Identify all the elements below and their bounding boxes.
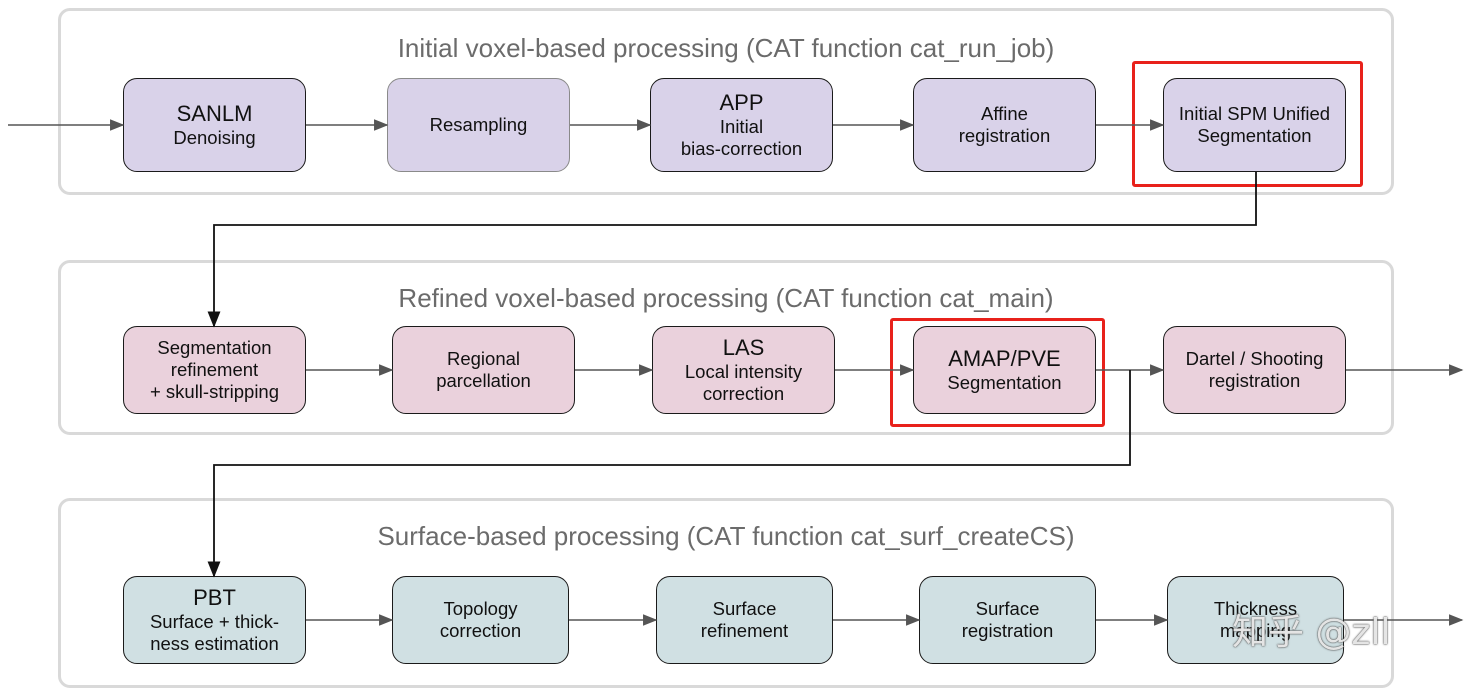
node-body: Segmentation refinement + skull-strippin…: [149, 336, 280, 403]
node-body: Affine registration: [958, 102, 1051, 146]
highlight-amap-pve: [890, 318, 1105, 427]
node-dartel-shooting: Dartel / Shooting registration: [1163, 326, 1346, 414]
node-segmentation-refinement: Segmentation refinement + skull-strippin…: [123, 326, 306, 414]
node-thickness-mapping: Thickness mapping: [1167, 576, 1344, 664]
node-body: Surface refinement: [700, 597, 789, 641]
watermark: 知乎 @zll: [1232, 612, 1391, 653]
node-body: Topology correction: [439, 597, 522, 641]
node-body: Local intensity correction: [684, 361, 803, 405]
node-body: Initial SPM Unified Segmentation: [1178, 102, 1331, 146]
highlight-initial-spm: [1132, 61, 1363, 187]
group-title: Initial voxel-based processing (CAT func…: [397, 33, 1055, 63]
node-body: Resampling: [429, 113, 528, 135]
node-head: AMAP/PVE: [948, 345, 1061, 371]
node-initial-spm-segmentation: Initial SPM Unified Segmentation: [1163, 78, 1346, 172]
node-body: Regional parcellation: [436, 347, 531, 391]
node-affine-registration: Affine registration: [913, 78, 1096, 172]
node-body: Surface + thick- ness estimation: [149, 611, 280, 655]
node-body: Thickness mapping: [1213, 597, 1298, 641]
node-resampling: Resampling: [387, 78, 570, 172]
group-title: Refined voxel-based processing (CAT func…: [398, 283, 1054, 313]
node-las-correction: LAS Local intensity correction: [652, 326, 835, 414]
node-head: PBT: [193, 584, 236, 610]
node-regional-parcellation: Regional parcellation: [392, 326, 575, 414]
node-body: Dartel / Shooting registration: [1185, 347, 1324, 391]
node-head: APP: [719, 89, 764, 115]
node-surface-refinement: Surface refinement: [656, 576, 833, 664]
node-body: Denoising: [173, 127, 256, 149]
node-app-bias-correction: APP Initial bias-correction: [650, 78, 833, 172]
node-topology-correction: Topology correction: [392, 576, 569, 664]
node-pbt: PBT Surface + thick- ness estimation: [123, 576, 306, 664]
node-sanlm-denoising: SANLM Denoising: [123, 78, 306, 172]
node-body: Surface registration: [961, 597, 1054, 641]
node-body: Initial bias-correction: [680, 116, 803, 160]
node-surface-registration: Surface registration: [919, 576, 1096, 664]
group-title: Surface-based processing (CAT function c…: [377, 521, 1075, 551]
node-head: SANLM: [176, 100, 253, 126]
node-head: LAS: [722, 334, 765, 360]
